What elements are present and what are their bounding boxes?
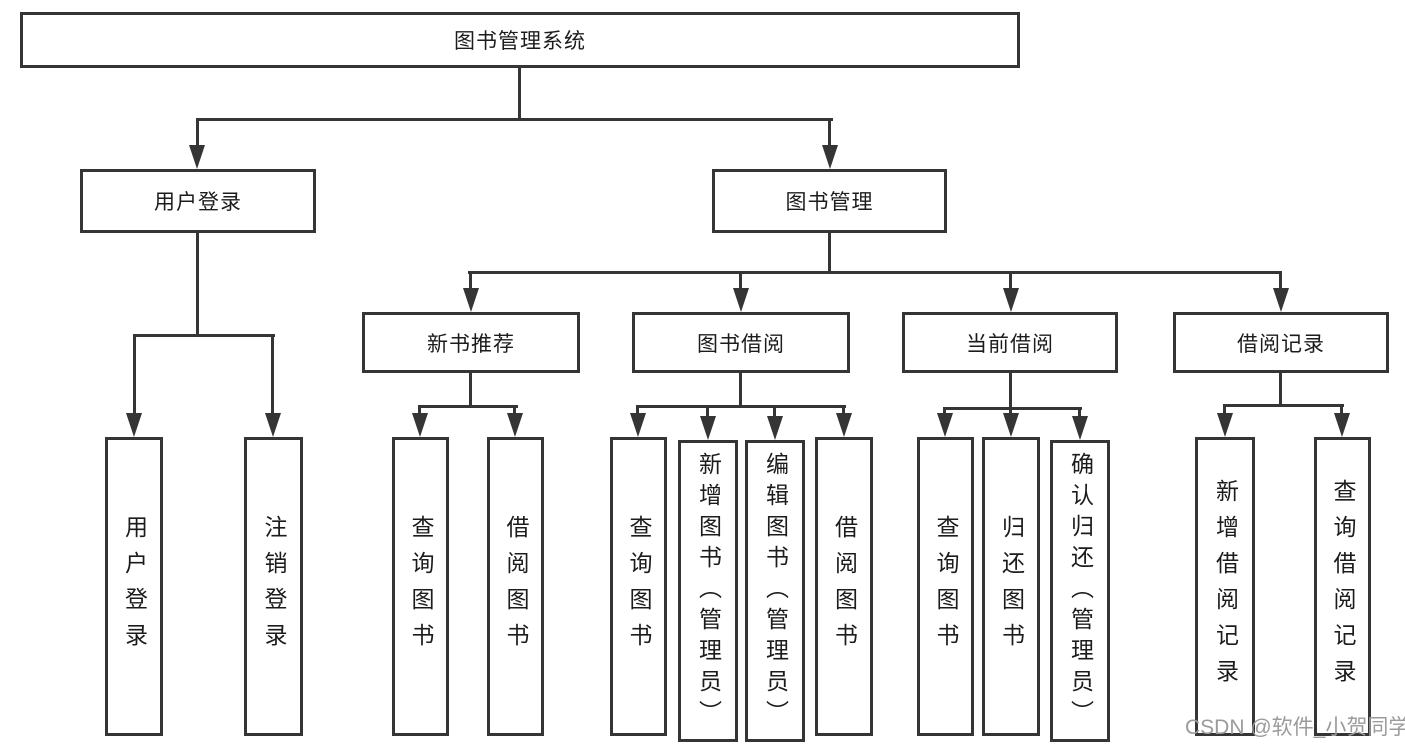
leaf-user-login: 用户登录 [105,437,163,736]
leaf-logout-label: 注销登录 [261,514,287,659]
node-book-management: 图书管理 [712,169,947,233]
node-current-borrowing: 当前借阅 [902,312,1118,373]
connector-arrow-down-icon [412,413,428,437]
connector-line [133,334,275,337]
node-library-system: 图书管理系统 [20,12,1020,68]
connector-line [518,68,521,120]
connector-line [773,405,776,419]
connector-line [468,271,1282,274]
connector-line [828,118,831,149]
connector-arrow-down-icon [1334,413,1350,437]
leaf-recommend-borrow-books-label: 借阅图书 [503,514,529,659]
connector-arrow-down-icon [1003,413,1019,437]
node-book-management-label: 图书管理 [785,191,874,214]
connector-arrow-down-icon [733,288,749,312]
connector-arrow-down-icon [265,413,281,437]
leaf-borrowing-query-books-label: 查询图书 [626,514,652,659]
leaf-borrowing-borrow-books-label: 借阅图书 [831,514,858,659]
connector-arrow-down-icon [836,413,852,437]
leaf-confirm-return-admin-label: 确认归还（管理员） [1067,451,1094,731]
connector-line [1223,404,1344,407]
csdn-watermark: CSDN @软件_小贺同学 [1185,716,1405,739]
connector-arrow-down-icon [1003,288,1019,312]
connector-line [418,405,421,417]
node-borrowing-records-label: 借阅记录 [1237,332,1325,356]
connector-arrow-down-icon [126,413,142,437]
connector-line [1009,407,1012,417]
connector-line [739,373,742,407]
leaf-edit-books-admin: 编辑图书（管理员） [745,440,805,742]
connector-line [133,334,136,417]
connector-line [1340,404,1343,417]
node-borrowing-records: 借阅记录 [1173,312,1389,373]
connector-line [1279,373,1282,406]
leaf-query-borrow-record-label: 查询借阅记录 [1330,478,1356,695]
connector-arrow-down-icon [822,145,838,169]
leaf-recommend-borrow-books: 借阅图书 [487,437,544,736]
connector-line [842,405,845,417]
connector-line [196,118,199,149]
connector-line [943,407,1082,410]
leaf-query-borrow-record: 查询借阅记录 [1314,437,1371,736]
node-library-system-label: 图书管理系统 [454,30,586,53]
connector-arrow-down-icon [507,413,523,437]
connector-line [271,334,274,417]
leaf-current-query-books-label: 查询图书 [933,514,959,659]
leaf-confirm-return-admin: 确认归还（管理员） [1050,440,1110,742]
node-new-book-recommend-label: 新书推荐 [427,332,515,356]
leaf-add-books-admin-label: 新增图书（管理员） [695,451,722,731]
connector-line [636,405,846,408]
connector-line [418,405,518,408]
connector-arrow-down-icon [1217,413,1233,437]
connector-arrow-down-icon [937,413,953,437]
connector-arrow-down-icon [767,416,783,440]
node-new-book-recommend: 新书推荐 [362,312,580,373]
connector-arrow-down-icon [700,416,716,440]
leaf-add-borrow-record: 新增借阅记录 [1195,437,1255,736]
connector-line [636,405,639,417]
node-current-borrowing-label: 当前借阅 [966,332,1054,356]
connector-line [196,118,833,121]
connector-line [1009,373,1012,409]
connector-line [1009,271,1012,292]
node-book-borrowing: 图书借阅 [632,312,850,373]
connector-arrow-down-icon [1072,416,1088,440]
connector-line [469,271,472,292]
leaf-borrowing-query-books: 查询图书 [610,437,667,736]
connector-arrow-down-icon [630,413,646,437]
connector-line [1279,271,1282,292]
leaf-add-books-admin: 新增图书（管理员） [678,440,738,742]
connector-line [1223,404,1226,417]
connector-arrow-down-icon [463,288,479,312]
leaf-edit-books-admin-label: 编辑图书（管理员） [762,451,789,731]
connector-line [513,405,516,417]
connector-arrow-down-icon [189,145,205,169]
leaf-logout: 注销登录 [244,437,303,736]
leaf-return-books: 归还图书 [982,437,1040,736]
node-user-login-label: 用户登录 [154,191,242,214]
node-user-login: 用户登录 [80,169,316,233]
leaf-user-login-label: 用户登录 [121,514,148,659]
connector-line [943,407,946,417]
leaf-add-borrow-record-label: 新增借阅记录 [1212,478,1239,695]
leaf-recommend-query-books-label: 查询图书 [408,514,434,659]
connector-line [196,233,199,336]
connector-line [828,233,831,273]
connector-line [706,405,709,419]
node-book-borrowing-label: 图书借阅 [697,332,785,356]
leaf-current-query-books: 查询图书 [917,437,974,736]
connector-line [739,271,742,292]
connector-line [1078,407,1081,419]
connector-line [469,373,472,407]
leaf-return-books-label: 归还图书 [998,514,1025,659]
leaf-borrowing-borrow-books: 借阅图书 [815,437,873,736]
connector-arrow-down-icon [1273,288,1289,312]
leaf-recommend-query-books: 查询图书 [392,437,449,736]
